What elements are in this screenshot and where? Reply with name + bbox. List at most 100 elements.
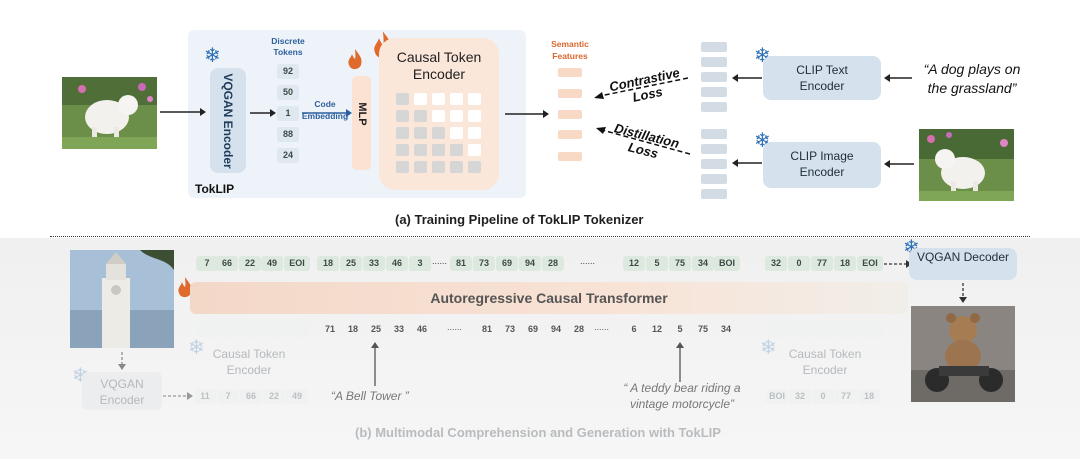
discrete-token: 1 [277,106,299,121]
token: 81 [481,324,492,334]
bottom-backdrop [0,238,1080,459]
token: 28 [573,324,584,334]
arrow-clip-text-to-features [732,74,762,82]
clip-text-encoder-box [763,56,881,100]
token: 94 [550,324,561,334]
token: 12 [651,324,662,334]
caption-b: (b) Multimodal Comprehension and Generat… [355,425,721,440]
clip-text-feature [701,57,727,67]
semantic-feature [558,152,582,161]
faded-token: 77 [835,389,857,404]
token: 75 [669,256,691,271]
faded-token: 32 [789,389,811,404]
arrow-vqgan-to-tokens [250,109,276,117]
faded-token [265,322,287,337]
discrete-token: 24 [277,148,299,163]
token: 77 [811,256,833,271]
token: 46 [386,256,408,271]
arrow-tower-down [118,352,126,370]
token: 6 [631,324,637,334]
token: 69 [496,256,518,271]
faded-token [242,322,264,337]
token: 49 [261,256,283,271]
arrow-image-to-vqgan [160,108,206,116]
token: 18 [347,324,358,334]
token: 32 [765,256,787,271]
teddy-prompt: “ A teddy bear riding a vintage motorcyc… [623,381,741,411]
faded-token: 11 [194,389,216,404]
contrastive-loss-arrow [594,77,689,99]
token: EOI [284,256,310,271]
faded-token [814,322,836,337]
token: 0 [788,256,810,271]
arrow-tokens-to-mlp [302,109,352,117]
discrete-tokens-title: Discrete Tokens [271,36,305,57]
transformer-label: Autoregressive Causal Transformer [430,290,668,306]
discrete-token: 92 [277,64,299,79]
faded-vqgan-encoder-label: VQGAN Encoder [99,377,145,407]
clip-image-encoder-box [763,142,881,188]
token: 81 [450,256,472,271]
token: 28 [542,256,564,271]
vqgan-decoder-box [909,248,1017,280]
clip-image-feature [701,144,727,154]
dog-image-right [919,129,1014,201]
clip-text-feature [701,72,727,82]
clip-image-feature [701,189,727,199]
token: 5 [646,256,668,271]
token: BOI [714,256,740,271]
ellipsis: ...... [580,256,596,266]
faded-token: 49 [286,389,308,404]
faded-token [288,322,310,337]
token: 7 [196,256,218,271]
vqgan-decoder-label: VQGAN Decoder [916,250,1010,264]
clip-image-feature [701,159,727,169]
token: EOI [857,256,883,271]
faded-causal-token-encoder-right: Causal Token Encoder [788,347,862,377]
token: 33 [363,256,385,271]
token: 18 [834,256,856,271]
token: 94 [519,256,541,271]
bell-tower-image [70,250,174,348]
transformer-box [190,282,908,314]
semantic-feature [558,89,582,98]
token: 18 [317,256,339,271]
token: 25 [370,324,381,334]
clip-text-encoder-label: CLIP Text Encoder [796,63,848,93]
token: 73 [473,256,495,271]
clip-image-encoder-label: CLIP Image Encoder [790,149,854,179]
semantic-feature [558,110,582,119]
arrow-image-to-clip-image [884,160,914,168]
discrete-token: 88 [277,127,299,142]
clip-image-feature [701,174,727,184]
mlp-box [352,76,371,170]
causal-token-encoder-label: Causal Token Encoder [396,49,482,82]
token: 34 [692,256,714,271]
faded-token: 7 [217,389,239,404]
snowflake-icon: ❄ [760,337,777,359]
faded-token: 18 [858,389,880,404]
code-embedding-label: Code Embedding [301,99,349,121]
semantic-feature [558,68,582,77]
token: 46 [416,324,427,334]
faded-token [196,322,218,337]
faded-token [837,322,859,337]
arrow-to-left-tokens [163,392,193,400]
arrow-decoder-to-image [959,283,967,303]
faded-token [860,322,882,337]
token: 71 [324,324,335,334]
clip-text-feature [701,87,727,97]
teddy-bear-image [911,306,1015,402]
token: 34 [720,324,731,334]
faded-token: 0 [812,389,834,404]
token: 22 [239,256,261,271]
token: 33 [393,324,404,334]
token: 75 [697,324,708,334]
clip-text-feature [701,102,727,112]
contrastive-loss-label: Contrastive Loss [607,64,681,105]
semantic-features-label: Semantic Features [551,39,589,61]
dotted-divider [50,236,1030,237]
ellipsis: ...... [447,322,463,332]
faded-token: 22 [263,389,285,404]
arrow-to-vqgan-decoder [884,260,912,268]
